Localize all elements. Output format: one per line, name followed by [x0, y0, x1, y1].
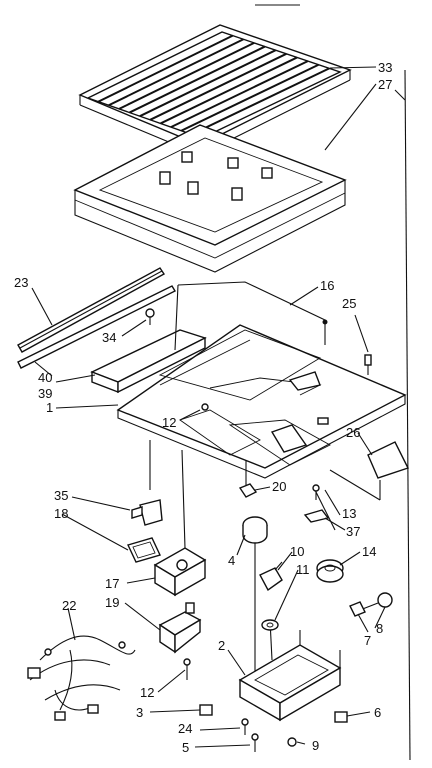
callout-26: 26	[346, 425, 360, 440]
part-35-clip	[131, 499, 163, 526]
callout-25: 25	[342, 296, 356, 311]
callout-19: 19	[105, 595, 119, 610]
callout-6: 6	[374, 705, 381, 720]
callout-20: 20	[272, 479, 286, 494]
part-24-screw	[241, 718, 249, 735]
part-18-lens	[127, 537, 161, 563]
grille-slat	[170, 60, 309, 128]
part-23-trim-strip	[17, 267, 166, 353]
part-25-screw	[364, 354, 372, 375]
frame-lines	[255, 4, 411, 761]
callout-12-top: 12	[162, 415, 176, 430]
callout-14: 14	[362, 544, 376, 559]
part-37-plate	[303, 509, 330, 523]
part-8-cap	[359, 592, 393, 611]
part-26-bracket	[367, 441, 409, 479]
part-12-screw-top	[201, 403, 209, 411]
callout-18: 18	[54, 506, 68, 521]
part-14-dial	[316, 559, 344, 583]
callout-8: 8	[376, 621, 383, 636]
callout-3: 3	[136, 705, 143, 720]
part-13-pin	[312, 484, 320, 500]
callout-37: 37	[346, 524, 360, 539]
callout-17: 17	[105, 576, 119, 591]
callout-labels: 33 27 23 16 25 34 40 39 12 1 26 35 18 20…	[14, 60, 392, 755]
part-3-plug	[199, 704, 213, 716]
callout-2: 2	[218, 638, 225, 653]
grille-slat	[180, 63, 319, 132]
part-33-shelf-grille	[78, 24, 352, 156]
grille-slat	[129, 45, 266, 114]
grille-slat	[139, 49, 277, 118]
grille-slat	[97, 34, 234, 103]
grille-slat	[118, 42, 255, 110]
callout-27: 27	[378, 77, 392, 92]
callout-22: 22	[62, 598, 76, 613]
part-12-screw-bottom	[183, 658, 191, 680]
callout-10: 10	[290, 544, 304, 559]
callout-9: 9	[312, 738, 319, 753]
callout-33: 33	[378, 60, 392, 75]
part-9-washer	[287, 737, 297, 747]
part-40-gasket-strip	[17, 285, 176, 369]
callout-1: 1	[46, 400, 53, 415]
part-20-nut	[238, 483, 258, 498]
callout-23: 23	[14, 275, 28, 290]
leader-lines	[31, 66, 386, 748]
callout-7: 7	[364, 633, 371, 648]
callout-16: 16	[320, 278, 334, 293]
callout-34: 34	[102, 330, 116, 345]
part-4-knob	[242, 516, 268, 544]
callout-40: 40	[38, 370, 52, 385]
callout-12-bottom: 12	[140, 685, 154, 700]
callout-35: 35	[54, 488, 68, 503]
part-22-wire-harness	[27, 635, 136, 721]
callout-24: 24	[178, 721, 192, 736]
part-17-switch-box	[153, 547, 207, 597]
grille-slat	[149, 52, 287, 121]
part-2-control-housing	[238, 630, 342, 722]
part-11-grommet	[261, 619, 279, 631]
part-34-screw	[145, 308, 155, 325]
grille-slat	[191, 67, 330, 136]
part-39-housing-bar	[90, 329, 207, 394]
part-6-terminal	[334, 711, 348, 723]
part-5-screw	[251, 733, 259, 752]
part-27-frame-tray	[73, 124, 347, 273]
callout-11: 11	[296, 562, 310, 577]
part-19-bracket	[158, 602, 202, 654]
callout-39: 39	[38, 386, 52, 401]
part-1-liner-panel	[116, 324, 407, 479]
callout-13: 13	[342, 506, 356, 521]
grille-slat	[108, 38, 244, 107]
callout-4: 4	[228, 553, 235, 568]
part-16-wire-loop	[174, 281, 328, 351]
callout-5: 5	[182, 740, 189, 755]
grille-slat	[160, 56, 298, 125]
part-7-connector	[349, 601, 366, 617]
part-10-thermostat	[259, 561, 283, 592]
